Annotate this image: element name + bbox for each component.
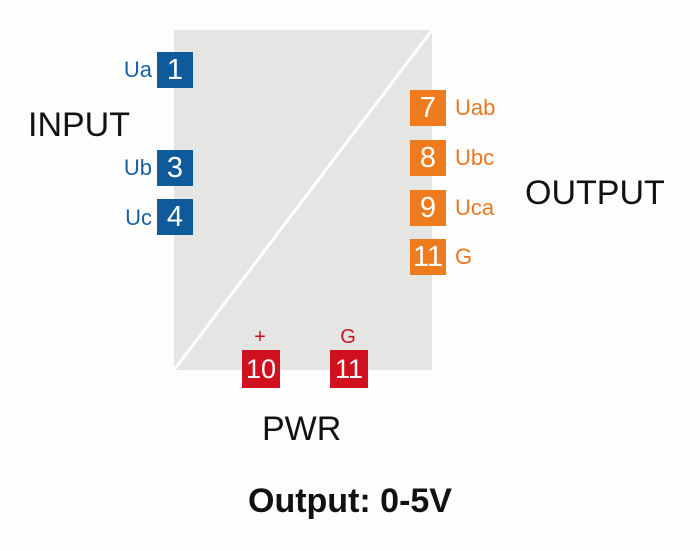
output-terminal-7: 7 [410,90,446,126]
output-title: OUTPUT [525,174,665,212]
power-terminal-11: 11 [330,350,368,388]
output-terminal-9: 9 [410,190,446,226]
power-title: PWR [262,410,342,448]
input-label-uc: Uc [125,205,152,230]
output-label-g: G [455,244,473,269]
power-terminal-10: 10 [242,350,280,388]
input-label-ua: Ua [123,57,152,82]
output-spec-caption: Output: 0-5V [248,482,452,520]
input-title: INPUT [28,106,130,144]
output-label-uca: Uca [455,195,495,220]
power-label-g: G [340,326,356,348]
diagonal-divider [174,30,432,370]
input-label-ub: Ub [123,155,152,180]
input-terminal-3: 3 [157,150,193,186]
input-terminal-1: 1 [157,52,193,88]
output-terminal-11: 11 [410,239,446,275]
power-label-plus: + [254,326,266,348]
module-body [174,30,432,370]
output-label-ubc: Ubc [455,145,495,170]
output-terminal-8: 8 [410,140,446,176]
input-terminal-4: 4 [157,199,193,235]
output-label-uab: Uab [455,95,496,120]
